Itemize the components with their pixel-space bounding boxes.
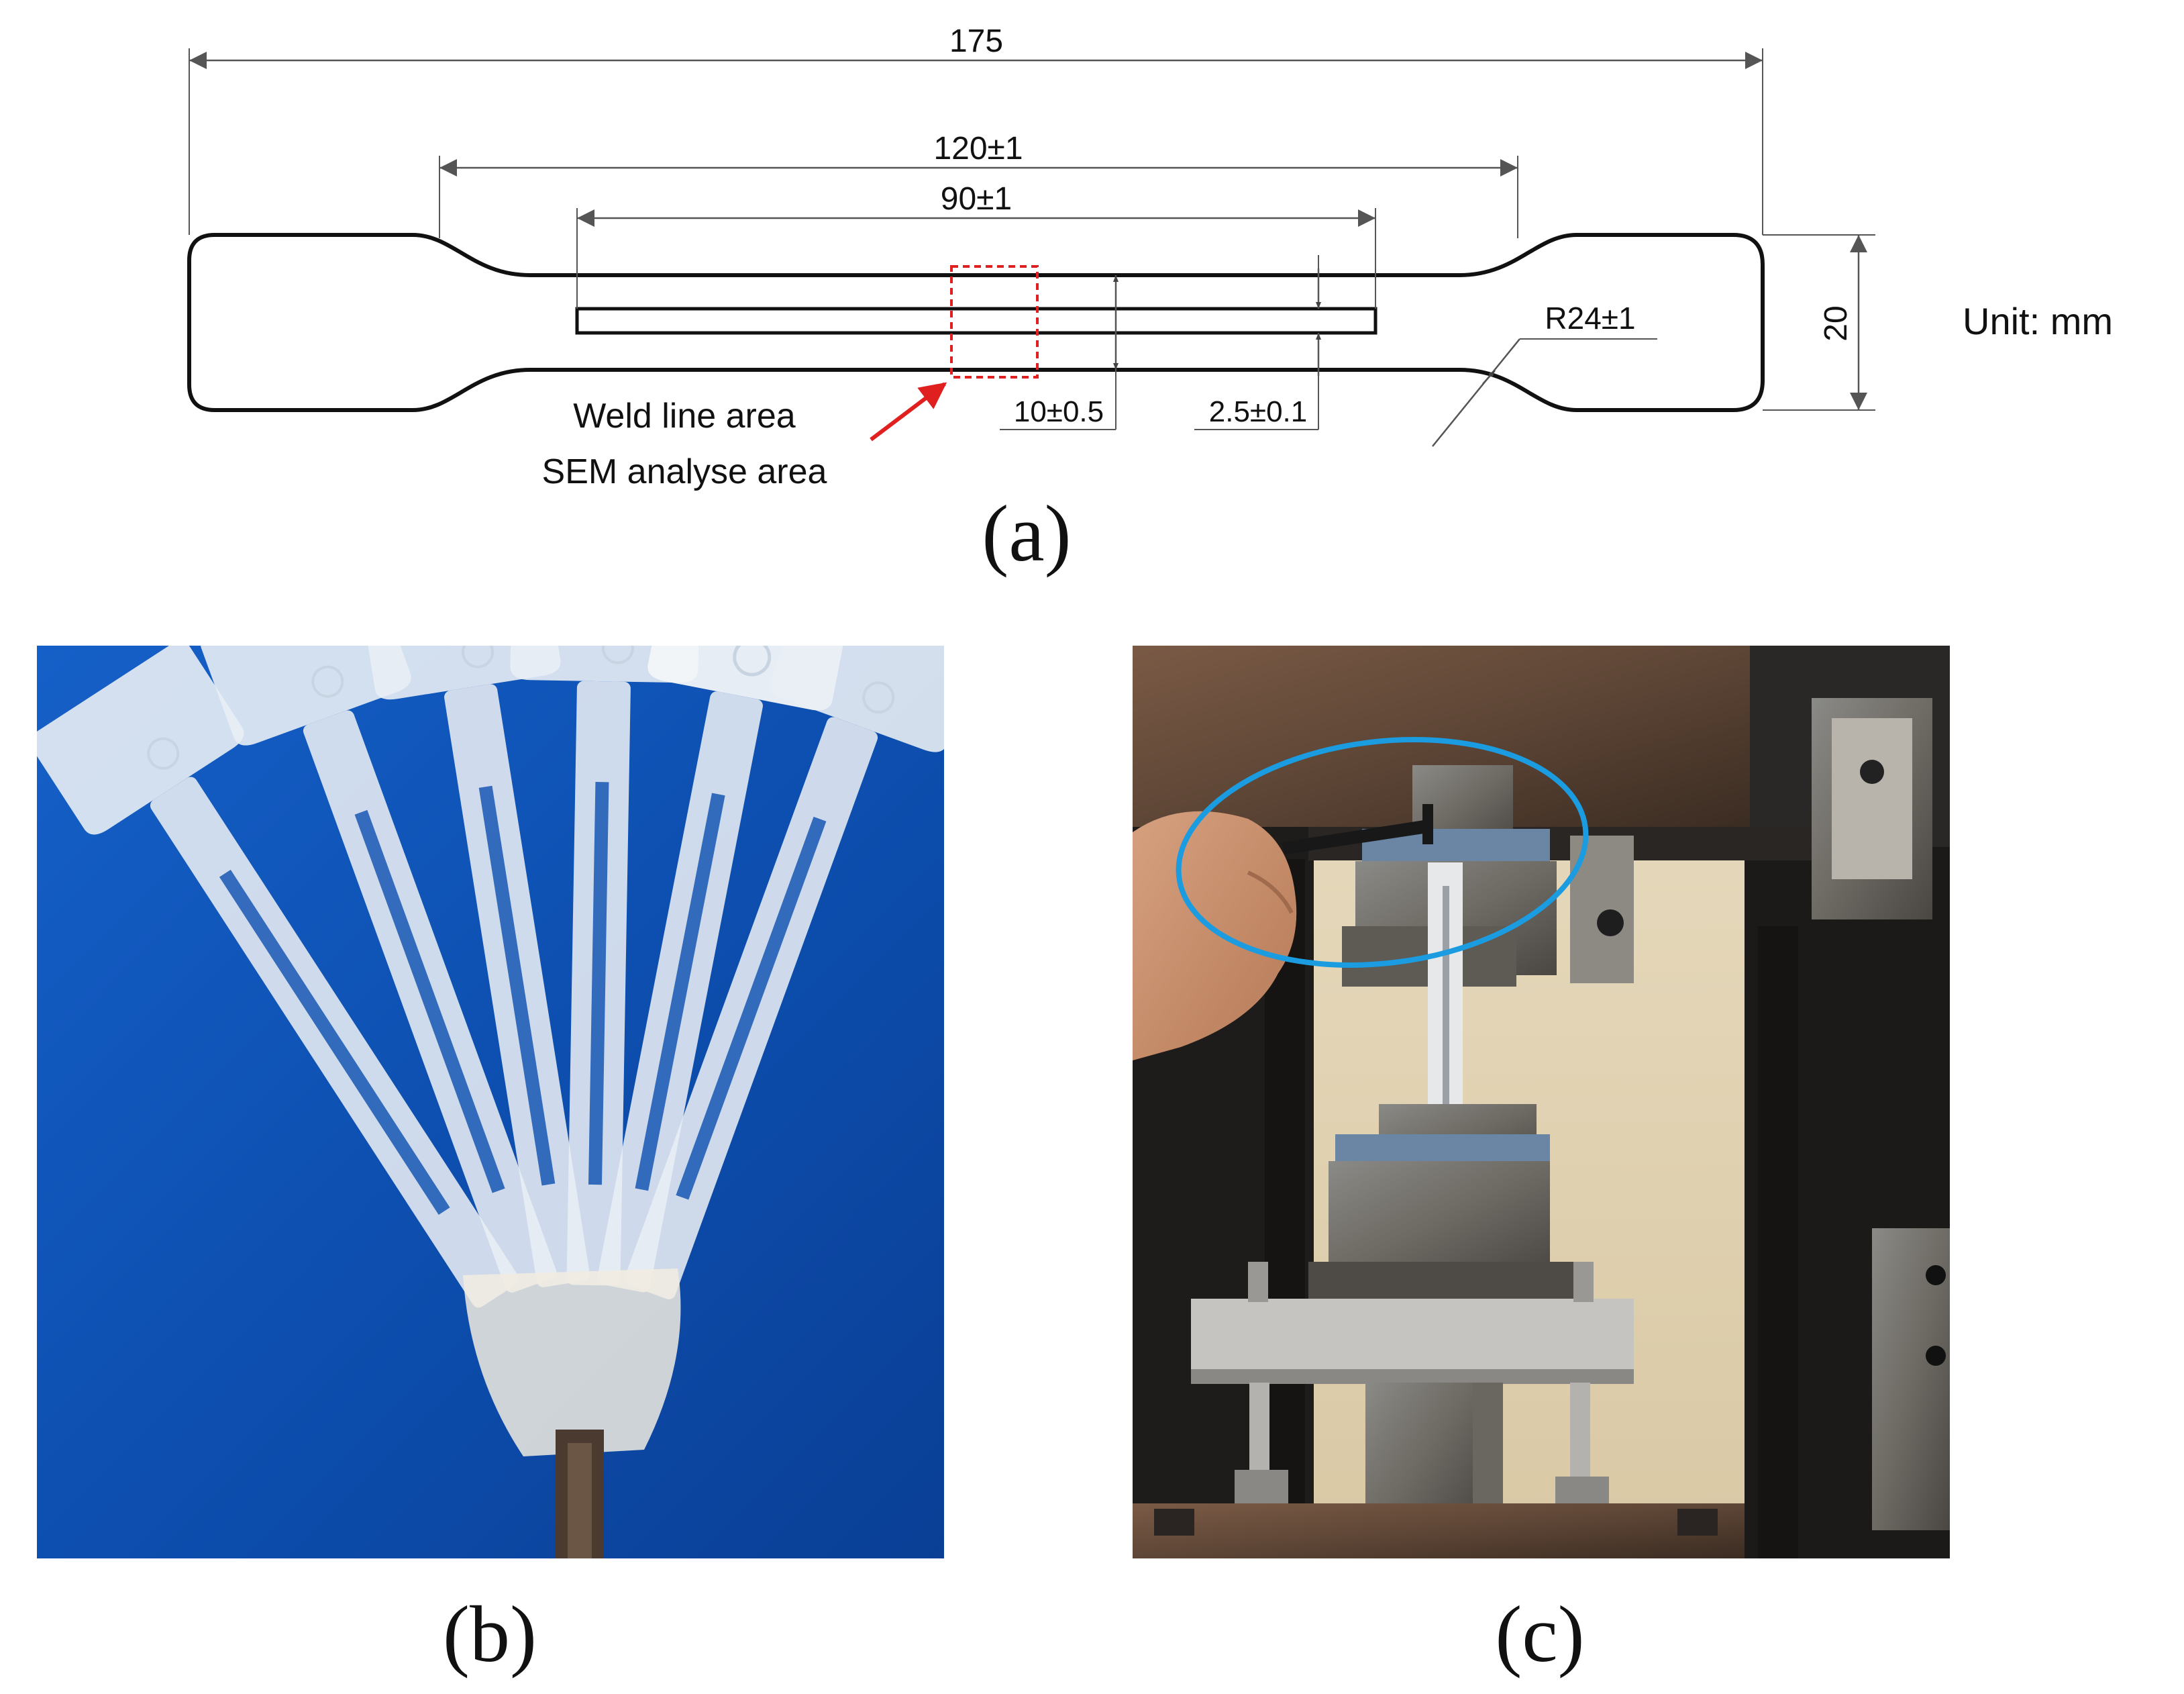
dim-width: 20 (1818, 305, 1854, 341)
specimen-outline (187, 233, 1765, 412)
specimen-2 (200, 646, 557, 1293)
panel-label-a: (a) (982, 489, 1071, 578)
dim-slot-length: 90±1 (941, 181, 1012, 217)
operator-hand (1133, 811, 1297, 1060)
dim-gauge-length: 120±1 (933, 131, 1023, 166)
specimens-photo: (b) (37, 646, 944, 1679)
machine-base (1133, 1503, 1745, 1558)
weld-line-box (950, 265, 1039, 379)
weld-line-label: Weld line area (573, 397, 796, 436)
specimen-bundle-base (463, 1268, 681, 1456)
lower-platform (1191, 1299, 1634, 1379)
dim-neck-width: 10±0.5 (1014, 395, 1104, 428)
panel-label-c: (c) (1495, 1589, 1584, 1679)
dim-overall-length: 175 (949, 23, 1003, 59)
specimen-1 (37, 646, 519, 1308)
dim-fillet-radius: R24±1 (1545, 301, 1635, 336)
unit-label: Unit: mm (1963, 300, 2113, 342)
leader-r24 (1432, 338, 1520, 447)
allen-key (1282, 819, 1433, 854)
highlight-ellipse (1176, 737, 1589, 968)
specimen-drawing: 175 120±1 90±1 20 10±0.5 2.5±0.1 R24±1 (187, 23, 2113, 578)
sem-area-label: SEM analyse area (542, 452, 827, 491)
specimen-6 (624, 646, 944, 1299)
dim-slot-width: 2.5±0.1 (1209, 395, 1307, 428)
weld-red-arrow (870, 382, 947, 442)
slot-outline (575, 307, 1377, 335)
tensile-test-photo: (c) (1133, 646, 1950, 1679)
panel-label-b: (b) (443, 1589, 537, 1679)
leader-r24-arrow (1482, 370, 1496, 385)
